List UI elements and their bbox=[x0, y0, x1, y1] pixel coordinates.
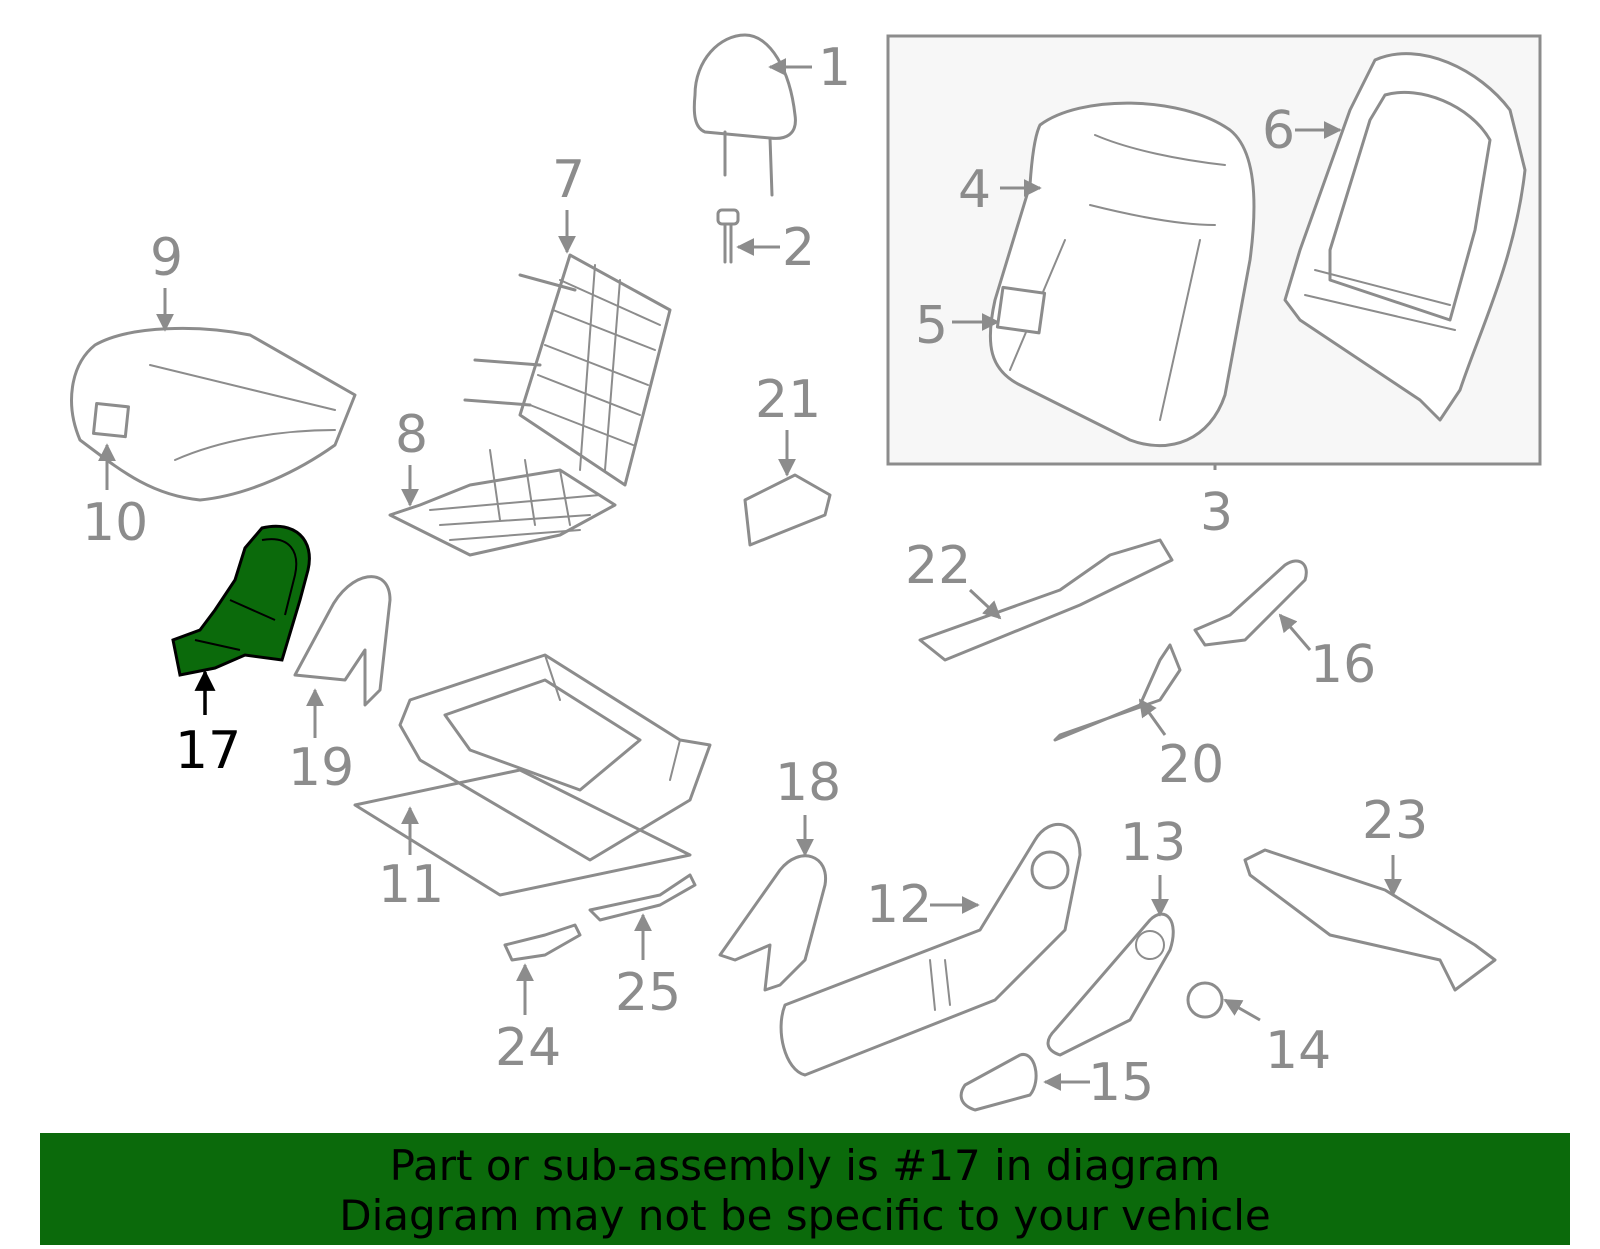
part-23-rail[interactable] bbox=[1243, 848, 1497, 992]
callout-19: 19 bbox=[288, 738, 354, 798]
part-25-clip[interactable] bbox=[588, 873, 697, 922]
callout-11: 11 bbox=[378, 855, 444, 915]
part-4-back-cover[interactable] bbox=[988, 101, 1256, 448]
callout-20: 20 bbox=[1158, 735, 1224, 795]
part-24-clip[interactable] bbox=[503, 923, 582, 962]
callout-8: 8 bbox=[395, 405, 428, 465]
callout-15: 15 bbox=[1088, 1053, 1154, 1113]
callout-6: 6 bbox=[1262, 101, 1295, 161]
callout-23: 23 bbox=[1362, 791, 1428, 851]
callout-4: 4 bbox=[958, 160, 991, 220]
callout-16: 16 bbox=[1310, 635, 1376, 695]
callout-13: 13 bbox=[1120, 813, 1186, 873]
banner-line-2: Diagram may not be specific to your vehi… bbox=[339, 1191, 1271, 1240]
callout-25: 25 bbox=[615, 963, 681, 1023]
part-14-cap[interactable] bbox=[1186, 981, 1224, 1019]
callout-24: 24 bbox=[495, 1018, 561, 1078]
callout-14: 14 bbox=[1265, 1021, 1331, 1081]
part-21-bracket[interactable] bbox=[743, 473, 832, 547]
callout-12: 12 bbox=[866, 875, 932, 935]
part-13-recliner-cover[interactable] bbox=[1046, 912, 1175, 1057]
part-22-track-rail[interactable] bbox=[918, 538, 1174, 662]
callout-7: 7 bbox=[552, 150, 585, 210]
callout-17: 17 bbox=[175, 721, 241, 781]
part-19-trim[interactable] bbox=[293, 575, 392, 707]
part-18-trim[interactable] bbox=[718, 854, 827, 992]
callout-22: 22 bbox=[905, 536, 971, 596]
part-7-spring-mat[interactable] bbox=[463, 253, 672, 487]
part-1-headrest[interactable] bbox=[692, 33, 797, 197]
banner-line-1: Part or sub-assembly is #17 in diagram bbox=[389, 1141, 1221, 1190]
callout-5: 5 bbox=[915, 296, 948, 356]
callout-2: 2 bbox=[782, 218, 815, 278]
callout-arrows bbox=[98, 58, 1402, 1091]
callout-9: 9 bbox=[150, 228, 183, 288]
part-16-bracket[interactable] bbox=[1193, 559, 1308, 647]
part-11-seat-track-frame[interactable] bbox=[353, 653, 712, 897]
part-2-headrest-guide[interactable] bbox=[716, 208, 740, 264]
part-15-knob[interactable] bbox=[959, 1053, 1038, 1112]
callout-18: 18 bbox=[775, 753, 841, 813]
part-9-cushion-cover[interactable] bbox=[70, 326, 357, 502]
part-17-highlighted[interactable] bbox=[171, 524, 311, 677]
callout-1: 1 bbox=[818, 38, 851, 98]
part-20-rail[interactable] bbox=[1053, 643, 1182, 742]
part-6-back-frame[interactable] bbox=[1283, 52, 1527, 422]
callout-21: 21 bbox=[755, 370, 821, 430]
callout-labels: 1 2 3 4 5 6 7 8 9 10 11 12 13 14 15 16 1… bbox=[82, 38, 1428, 1113]
part-12-side-shield[interactable] bbox=[779, 822, 1082, 1077]
callout-10: 10 bbox=[82, 493, 148, 553]
callout-3: 3 bbox=[1200, 483, 1233, 543]
part-8-seat-springs[interactable] bbox=[388, 449, 617, 557]
info-banner: Part or sub-assembly is #17 in diagram D… bbox=[40, 1133, 1570, 1245]
